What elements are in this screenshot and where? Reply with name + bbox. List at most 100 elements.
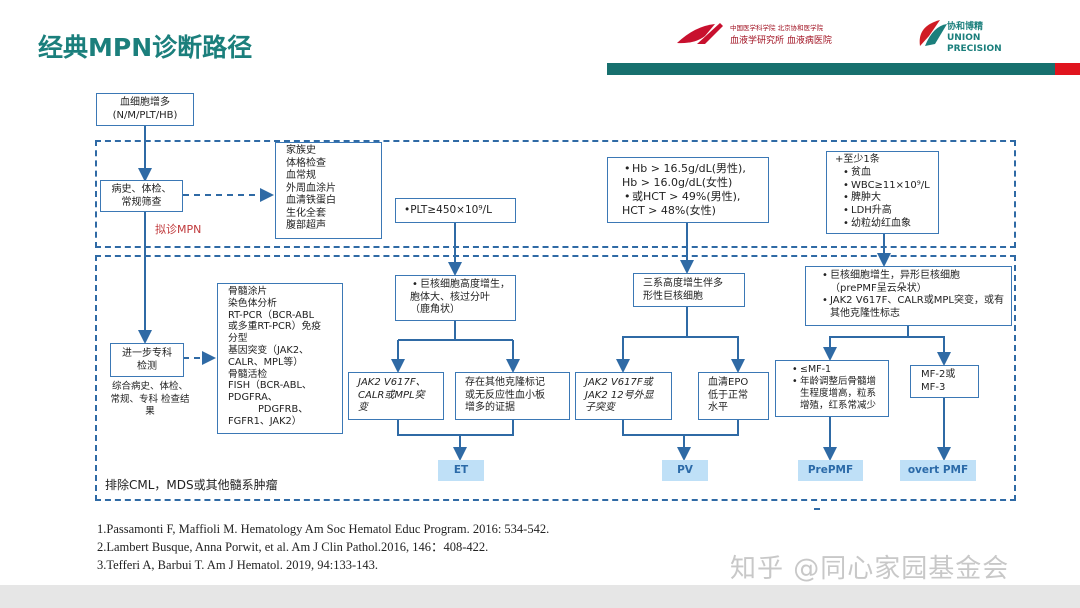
screen-line: 病史、体检、	[111, 184, 172, 195]
pv-epo-line: 低于正常	[708, 389, 748, 401]
union-precision-logo-text: 协和博精 UNION PRECISION	[947, 22, 1002, 54]
union-precision-logo-mark	[919, 20, 947, 46]
specialist-region	[95, 255, 1016, 501]
further-note: 综合病史、体检、常规、专科 检查结果	[110, 381, 190, 417]
overt-line: MF-3	[921, 381, 946, 393]
et-mut-line: 变	[358, 402, 368, 413]
page-title: 经典MPN诊断路径	[38, 33, 253, 62]
pmf-criterion: 贫血	[843, 167, 933, 180]
result-overt-pmf: overt PMF	[900, 460, 976, 481]
test-item: 骨髓涂片	[228, 286, 268, 297]
test-item: CALR、MPL等）	[228, 356, 304, 368]
start-line: (N/M/PLT/HB)	[112, 109, 178, 121]
et-other-box: 存在其他克隆标记或无反应性血小板增多的证据	[455, 372, 570, 420]
screen-item: 外周血涂片	[286, 182, 336, 194]
et-other-line: 存在其他克隆标记	[465, 377, 545, 388]
et-marrow-line: 巨核细胞高度增生，	[412, 279, 510, 292]
et-mutation-box: JAK2 V617F、CALR或MPL突变	[348, 372, 444, 420]
result-et: ET	[438, 460, 484, 481]
screening-region	[95, 140, 1016, 248]
union-precision-logo: 协和博精 UNION PRECISION	[915, 16, 1045, 54]
pmf-criterion: 脾肿大	[843, 192, 933, 205]
screen-item: 腹部超声	[286, 220, 326, 231]
pmf-marrow-box: 巨核细胞增生，异形巨核细胞（prePMF呈云朵状）JAK2 V617F、CALR…	[805, 266, 1012, 326]
header-bar	[607, 63, 1055, 75]
test-item: 分型	[228, 333, 248, 345]
hb-criterion: Hb > 16.0g/dL(女性)	[622, 176, 733, 189]
hb-criterion: 或HCT > 49%(男性),	[624, 190, 763, 204]
further-testing-box: 进一步专科检测	[110, 343, 184, 377]
screen-item: 血清铁蛋白	[286, 195, 336, 206]
screen-item: 生化全套	[286, 207, 326, 219]
pv-marrow-line: 形性巨核细胞	[643, 290, 703, 302]
footer-band	[0, 585, 1080, 608]
test-item: RT-PCR（BCR-ABL	[228, 309, 315, 321]
institution-logo: 中国医学科学院 北京协和医学院血液学研究所 血液病医院	[675, 18, 875, 48]
start-box: 血细胞增多(N/M/PLT/HB)	[96, 93, 194, 126]
screen-item: 体格检查	[286, 157, 326, 169]
test-item: FGFR1、JAK2）	[228, 415, 302, 427]
et-marrow-line: 胞体大、核过分叶	[410, 291, 490, 303]
test-item: 基因突变（JAK2、	[228, 344, 309, 356]
exclude-note: 排除CML，MDS或其他髓系肿瘤	[105, 478, 278, 492]
references: 1.Passamonti F, Maffioli M. Hematology A…	[97, 520, 549, 574]
screening-items-box: 家族史 体格检查 血常规 外周血涂片 血清铁蛋白 生化全套 腹部超声	[275, 142, 382, 239]
pmf-criterion: WBC≥11×10⁹/L	[843, 180, 933, 193]
prepmf-criterion: ≤MF-1	[792, 364, 883, 376]
hb-criterion: Hb > 16.5g/dL(男性),	[624, 162, 763, 176]
pv-marrow-line: 三系高度增生伴多	[643, 278, 723, 289]
pv-epo-line: 水平	[708, 402, 728, 413]
result-pv: PV	[662, 460, 708, 481]
further-line: 检测	[137, 360, 157, 372]
tests-box: 骨髓涂片 染色体分析 RT-PCR（BCR-ABL 或多重RT-PCR）免疫 分…	[217, 283, 343, 434]
prepmf-criteria-box: ≤MF-1年龄调整后骨髓增生程度增高，粒系增殖，红系常减少	[775, 360, 889, 417]
screen-item: 血常规	[286, 170, 316, 181]
hb-box: Hb > 16.5g/dL(男性), Hb > 16.0g/dL(女性) 或HC…	[607, 157, 769, 223]
et-mut-line: CALR或MPL突	[358, 389, 425, 401]
pmf-criterion: LDH升高	[843, 205, 933, 218]
svg-text:中国医学科学院 北京协和医学院: 中国医学科学院 北京协和医学院	[730, 23, 824, 32]
test-item: 染色体分析	[228, 297, 277, 309]
et-marrow-line: （鹿角状）	[410, 304, 460, 315]
reference: 2.Lambert Busque, Anna Porwit, et al. Am…	[97, 540, 489, 554]
screen-item: 家族史	[286, 145, 316, 156]
pv-mut-line: JAK2 12号外显	[585, 389, 654, 401]
pmf-marrow-item: 巨核细胞增生，异形巨核细胞（prePMF呈云朵状）	[822, 270, 1006, 295]
test-item: 骨髓活检	[228, 368, 268, 380]
start-line: 血细胞增多	[120, 97, 170, 108]
prepmf-criterion: 年龄调整后骨髓增生程度增高，粒系增殖，红系常减少	[792, 376, 883, 412]
svg-text:血液学研究所 血液病医院: 血液学研究所 血液病医院	[730, 34, 832, 46]
result-prepmf: PrePMF	[798, 460, 863, 481]
screening-box: 病史、体检、常规筛查	[100, 180, 183, 212]
screen-line: 常规筛查	[121, 196, 162, 208]
pv-epo-line: 血清EPO	[708, 377, 749, 388]
overt-line: MF-2或	[921, 369, 956, 380]
et-marrow-box: 巨核细胞高度增生， 胞体大、核过分叶 （鹿角状）	[395, 275, 516, 321]
pmf-criterion: 幼粒幼红血象	[843, 218, 933, 231]
further-line: 进一步专科	[122, 348, 172, 359]
et-other-line: 或无反应性血小板	[465, 389, 545, 401]
reference: 1.Passamonti F, Maffioli M. Hematology A…	[97, 522, 550, 536]
suspect-mpn-label: 拟诊MPN	[155, 223, 202, 236]
plt-box: •PLT≥450×10⁹/L	[395, 198, 516, 223]
header-bar-accent	[1055, 63, 1080, 75]
pmf-marrow-item: JAK2 V617F、CALR或MPL突变，或有其他克隆性标志	[822, 295, 1006, 320]
test-item: 或多重RT-PCR）免疫	[228, 321, 322, 333]
et-other-line: 增多的证据	[465, 402, 515, 413]
watermark: 知乎 @同心家园基金会	[730, 554, 1010, 584]
pv-marrow-box: 三系高度增生伴多形性巨核细胞	[633, 273, 745, 307]
reference: 3.Tefferi A, Barbui T. Am J Hematol. 201…	[97, 558, 379, 572]
pmf-criterion: +至少1条	[835, 154, 880, 165]
pv-mut-line: 子突变	[585, 402, 615, 413]
pmf-criteria-box: +至少1条 贫血 WBC≥11×10⁹/L 脾肿大 LDH升高 幼粒幼红血象	[826, 151, 939, 234]
test-item: PDGFRB、	[258, 403, 309, 415]
test-item: PDGFRA、	[228, 392, 278, 404]
et-mut-line: JAK2 V617F、	[358, 377, 426, 388]
hb-criterion: HCT > 48%(女性)	[622, 204, 716, 217]
test-item: FISH（BCR-ABL、	[228, 380, 312, 392]
